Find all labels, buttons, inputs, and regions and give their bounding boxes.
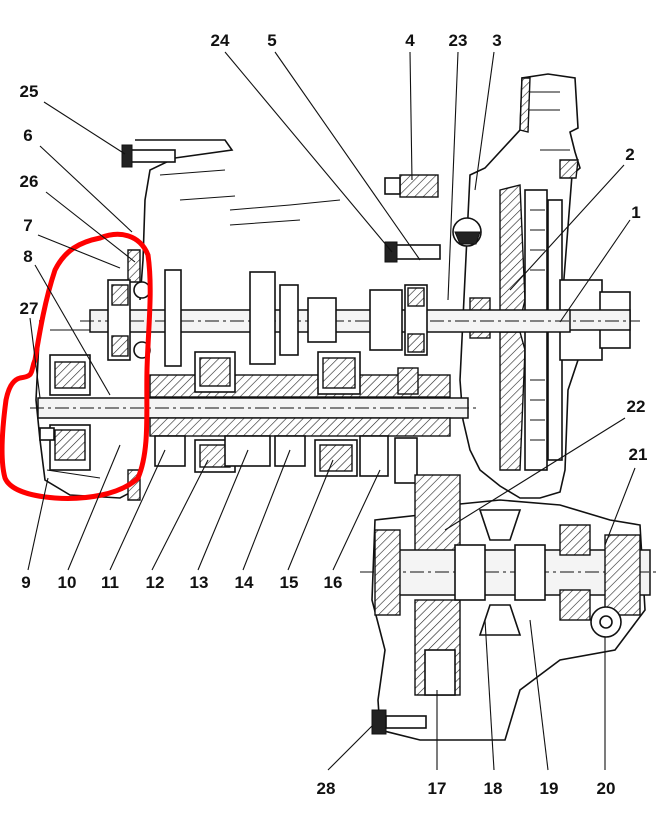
callout-11: 11 <box>101 573 119 592</box>
callout-3: 3 <box>492 31 501 50</box>
callout-2: 2 <box>625 145 634 164</box>
callout-27: 27 <box>20 299 39 318</box>
callout-15: 15 <box>280 573 299 592</box>
callout-22: 22 <box>627 397 646 416</box>
differential <box>360 474 660 741</box>
input-shaft <box>80 269 640 367</box>
seal-top <box>384 174 439 198</box>
callout-8: 8 <box>23 247 32 266</box>
callout-19: 19 <box>540 779 559 798</box>
bolt-24 <box>384 241 441 263</box>
callout-12: 12 <box>146 573 165 592</box>
callout-26: 26 <box>20 172 39 191</box>
output-shaft <box>30 351 480 484</box>
callout-23: 23 <box>449 31 468 50</box>
callout-24: 24 <box>211 31 230 50</box>
callout-14: 14 <box>235 573 254 592</box>
callout-21: 21 <box>629 445 648 464</box>
red-highlight-circle <box>0 231 153 501</box>
callout-20: 20 <box>597 779 616 798</box>
callout-1: 1 <box>631 203 640 222</box>
callout-18: 18 <box>484 779 503 798</box>
callout-7: 7 <box>23 216 32 235</box>
callout-6: 6 <box>23 126 32 145</box>
callout-4: 4 <box>405 31 415 50</box>
callout-16: 16 <box>324 573 343 592</box>
callout-5: 5 <box>267 31 276 50</box>
callout-25: 25 <box>20 82 39 101</box>
callout-13: 13 <box>190 573 209 592</box>
leader-lines <box>27 51 636 771</box>
callout-9: 9 <box>21 573 30 592</box>
callout-28: 28 <box>317 779 336 798</box>
callout-labels: 1 2 3 4 5 23 24 25 6 26 7 8 27 9 10 11 1… <box>20 31 648 798</box>
callout-17: 17 <box>428 779 447 798</box>
callout-10: 10 <box>58 573 77 592</box>
bolt-25 <box>121 144 176 168</box>
